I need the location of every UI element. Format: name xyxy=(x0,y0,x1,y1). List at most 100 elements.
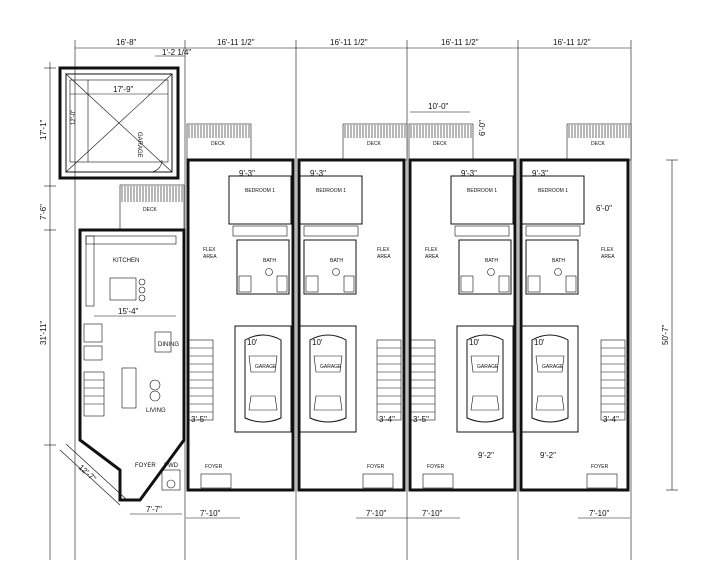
dim-deck-6: 6'-0" xyxy=(478,120,487,136)
living-label: LIVING xyxy=(146,408,166,414)
car-1 xyxy=(244,334,282,423)
bedroom-label-1: BEDROOM 1 xyxy=(245,188,275,194)
garage-label-2: GARAGE xyxy=(320,364,342,370)
wic-2 xyxy=(303,225,359,237)
garage-dim-2: 10' xyxy=(312,338,323,347)
wic-3 xyxy=(454,225,510,237)
bath-4 xyxy=(525,239,579,295)
garage-dim-3: 10' xyxy=(469,338,480,347)
dim-bottom-4: 7'-10" xyxy=(589,509,610,518)
dim-deck-10: 10'-0" xyxy=(428,102,449,111)
foyer-label-2: FOYER xyxy=(367,464,385,470)
bedroom-label-4: BEDROOM 1 xyxy=(538,188,568,194)
bottom-dimensions: 7'-10" 7'-10" 7'-10" 7'-10" 9'-2" 9'-2" xyxy=(186,451,630,519)
top-dimensions: 16'-8" 1'-2 1/4" 16'-11 1/2" 16'-11 1/2"… xyxy=(116,38,591,57)
dim-unit-4: 16'-11 1/2" xyxy=(553,38,591,47)
dim-bottom-3: 7'-10" xyxy=(422,509,443,518)
dim-unit-1: 16'-11 1/2" xyxy=(217,38,255,47)
flex-label-2: FLEX xyxy=(377,247,390,253)
garage-dim-4: 10' xyxy=(534,338,545,347)
dim-unit-3: 16'-11 1/2" xyxy=(441,38,479,47)
bedroom-label-2: BEDROOM 1 xyxy=(316,188,346,194)
garage-3 xyxy=(456,325,514,433)
foyer-label-left: FOYER xyxy=(135,463,156,469)
deck-label-3: DECK xyxy=(433,141,448,147)
detached-garage: 17'-9" GARAGE 12'-0" xyxy=(58,66,180,180)
dim-top-small: 1'-2 1/4" xyxy=(162,48,191,57)
flex-label-3: FLEX xyxy=(425,247,438,253)
unit-wall-3 xyxy=(408,158,517,492)
bed-dim-2: 9'-3" xyxy=(310,169,326,178)
garage-height: 12'-0" xyxy=(71,110,77,125)
bath-label-1: BATH xyxy=(263,258,276,264)
stair-dim-2: 3'-4" xyxy=(379,415,395,424)
unit-wall-2 xyxy=(297,158,406,492)
bath-3 xyxy=(458,239,512,295)
dim-foyer-1: 9'-2" xyxy=(478,451,494,460)
garage-2 xyxy=(299,325,357,433)
bath-1 xyxy=(236,239,290,295)
kitchen-label: KITCHEN xyxy=(113,258,139,264)
dim-flex-6: 6'-0" xyxy=(596,204,612,213)
stair-dim-4: 3'-4" xyxy=(603,415,619,424)
bed-dim-4: 9'-3" xyxy=(532,169,548,178)
garage-width: 17'-9" xyxy=(113,85,134,94)
unit-wall-1 xyxy=(186,158,295,492)
dining-label: DINING xyxy=(158,342,179,348)
angle-dim: 12'-7" xyxy=(77,463,98,483)
bedroom-label-3: BEDROOM 1 xyxy=(467,188,497,194)
corner-unit: DECK KITCHEN 15'-4" DINING LIVING FOYER … xyxy=(59,184,186,515)
garage-4 xyxy=(521,325,579,433)
car-2 xyxy=(309,334,347,423)
dim-left-7: 7'-6" xyxy=(39,204,48,220)
dim-left-31: 31'-11" xyxy=(39,321,48,345)
garage-1 xyxy=(234,325,292,433)
bedroom-1 xyxy=(228,175,292,225)
grid-lines xyxy=(74,40,632,560)
bed-dim-3: 9'-3" xyxy=(461,169,477,178)
bath-label-3: BATH xyxy=(485,258,498,264)
dim-bottom-1: 7'-10" xyxy=(200,509,221,518)
dim-foyer-2: 9'-2" xyxy=(540,451,556,460)
dim-top-overall: 16'-8" xyxy=(116,38,137,47)
area-label-3: AREA xyxy=(425,254,439,260)
stair-dim-3: 3'-5" xyxy=(413,415,429,424)
bedroom-3 xyxy=(450,175,514,225)
car-4 xyxy=(531,334,569,423)
car-3 xyxy=(466,334,504,423)
dim-bottom-2: 7'-10" xyxy=(366,509,387,518)
foyer-label-3: FOYER xyxy=(427,464,445,470)
unit-wall-4 xyxy=(519,158,630,492)
garage-label-3: GARAGE xyxy=(477,364,499,370)
bedroom-4 xyxy=(521,175,585,225)
dim-left-17: 17'-1" xyxy=(39,119,48,140)
foyer-label-1: FOYER xyxy=(205,464,223,470)
right-dimensions: 50'-7" xyxy=(661,159,678,491)
bedroom-2 xyxy=(299,175,363,225)
bed-dim-1: 9'-3" xyxy=(239,169,255,178)
area-label-4: AREA xyxy=(601,254,615,260)
deck-label-left: DECK xyxy=(143,207,158,213)
pwd-label: PWD xyxy=(164,463,179,469)
left-dimensions: 17'-1" 7'-6" 31'-11" xyxy=(39,62,56,560)
wic-1 xyxy=(232,225,288,237)
deck-label-4: DECK xyxy=(591,141,606,147)
bath-label-2: BATH xyxy=(330,258,343,264)
area-label-2: AREA xyxy=(377,254,391,260)
garage-label: GARAGE xyxy=(136,132,142,158)
kitchen-width: 15'-4" xyxy=(118,307,139,316)
dim-unit-2: 16'-11 1/2" xyxy=(330,38,368,47)
garage-label-4: GARAGE xyxy=(542,364,564,370)
deck-label-2: DECK xyxy=(367,141,382,147)
bath-2 xyxy=(303,239,357,295)
dim-bottom-7-7: 7'-7" xyxy=(146,505,162,514)
foyer-label-4: FOYER xyxy=(591,464,609,470)
garage-label-1: GARAGE xyxy=(255,364,277,370)
flex-label-4: FLEX xyxy=(601,247,614,253)
wic-4 xyxy=(525,225,581,237)
